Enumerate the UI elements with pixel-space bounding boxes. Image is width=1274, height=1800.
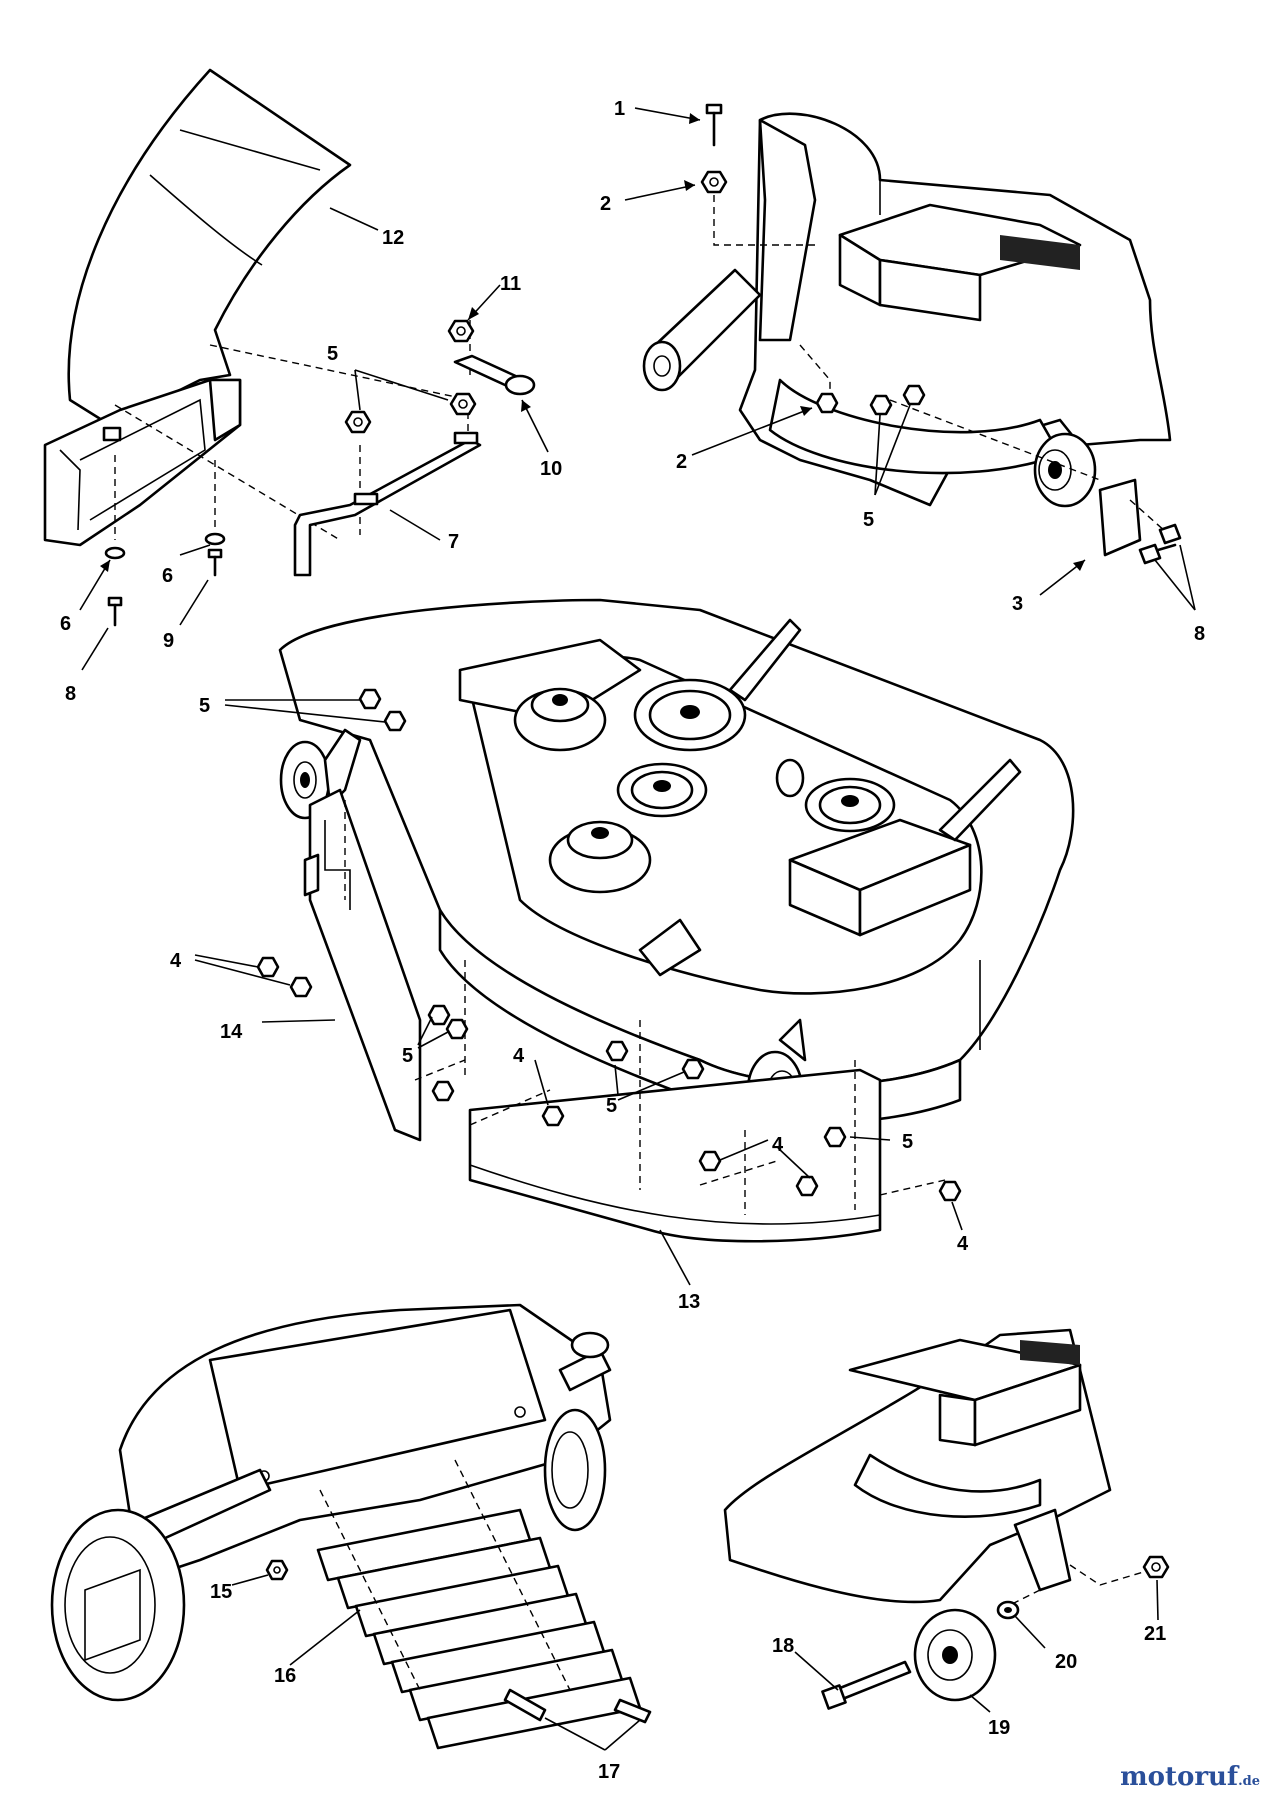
discharge-chute-assembly	[43, 68, 536, 627]
callout-5: 5	[327, 343, 338, 365]
hex-nut-21	[1142, 1555, 1170, 1579]
baffle-front	[468, 1068, 882, 1243]
callout-17: 17	[598, 1761, 620, 1783]
bolt-1	[705, 103, 723, 147]
callout-15: 15	[210, 1581, 232, 1603]
callout-5: 5	[606, 1095, 617, 1117]
deck-front-lip	[438, 908, 962, 1124]
mower-deck-main	[256, 598, 1075, 1243]
watermark-brand: motoruf	[1120, 1762, 1239, 1792]
callout-2: 2	[676, 451, 687, 473]
watermark-logo: motoruf.de	[1120, 1762, 1260, 1792]
callout-6: 6	[60, 613, 71, 635]
pulley-3	[804, 777, 896, 833]
wheel-right	[543, 1408, 607, 1532]
callout-10: 10	[540, 458, 562, 480]
hex-nut-11	[447, 319, 475, 343]
callout-11: 11	[500, 273, 521, 295]
washer-20	[996, 1600, 1020, 1620]
callout-5: 5	[199, 695, 210, 717]
bolt-8a	[107, 596, 123, 627]
callout-8: 8	[1194, 623, 1205, 645]
callout-21: 21	[1144, 1623, 1166, 1645]
hex-nut-2a	[700, 170, 728, 194]
deck-fasteners	[256, 688, 962, 1202]
callout-9: 9	[163, 630, 174, 652]
pulley-1	[633, 678, 747, 752]
leader-lines	[79, 107, 1196, 1751]
deck-side-detail	[642, 103, 1182, 565]
callout-20: 20	[1055, 1651, 1077, 1673]
spindle-1	[513, 687, 607, 752]
bolt-18	[821, 1660, 912, 1710]
bolt-8-pair	[1138, 523, 1182, 565]
mulch-cover	[208, 1308, 547, 1492]
washer-6a	[104, 546, 126, 560]
callout-2: 2	[600, 193, 611, 215]
pulley-2	[616, 762, 708, 818]
caster-wheel-left	[279, 728, 362, 820]
callout-4: 4	[170, 950, 182, 972]
watermark-tld: .de	[1238, 1774, 1260, 1789]
wheel-left-large	[50, 1508, 186, 1702]
baffle-side	[308, 788, 422, 1142]
caster-wheel-19	[913, 1608, 997, 1702]
callout-5: 5	[402, 1045, 413, 1067]
mulch-blades-stack	[316, 1459, 642, 1750]
callout-1: 1	[614, 98, 625, 120]
callout-4: 4	[772, 1134, 784, 1156]
bolt-9	[207, 548, 223, 577]
callout-5: 5	[902, 1131, 913, 1153]
rod	[293, 438, 482, 577]
callout-16: 16	[274, 1665, 296, 1687]
hex-nut-5b	[344, 410, 372, 434]
callout-8: 8	[65, 683, 76, 705]
callout-7: 7	[448, 531, 459, 553]
callout-13: 13	[678, 1291, 700, 1313]
callout-12: 12	[382, 227, 404, 249]
hex-nut-5-top	[869, 384, 926, 416]
hex-nut-2b	[815, 392, 839, 414]
spindle-2	[548, 820, 652, 894]
mulch-kit-assembly	[50, 1303, 652, 1750]
hex-nut-15	[265, 1559, 289, 1581]
callout-labels: 1 2 2 3 4 4 4 4 5 5 5 5 5 5 6 6 7 8 8 9 …	[60, 98, 1205, 1783]
callout-3: 3	[1012, 593, 1023, 615]
callout-6: 6	[162, 565, 173, 587]
callout-19: 19	[988, 1717, 1010, 1739]
callout-4: 4	[957, 1233, 969, 1255]
bolts-17	[503, 1688, 652, 1724]
callout-18: 18	[772, 1635, 794, 1657]
front-caster-assembly	[723, 1328, 1170, 1710]
callout-14: 14	[220, 1021, 243, 1043]
washer-6b	[204, 532, 226, 546]
chute-deflector	[67, 68, 352, 427]
callout-4: 4	[513, 1045, 525, 1067]
side-plate	[1098, 478, 1142, 557]
callout-5: 5	[863, 509, 874, 531]
hex-nut-5a	[449, 392, 477, 416]
